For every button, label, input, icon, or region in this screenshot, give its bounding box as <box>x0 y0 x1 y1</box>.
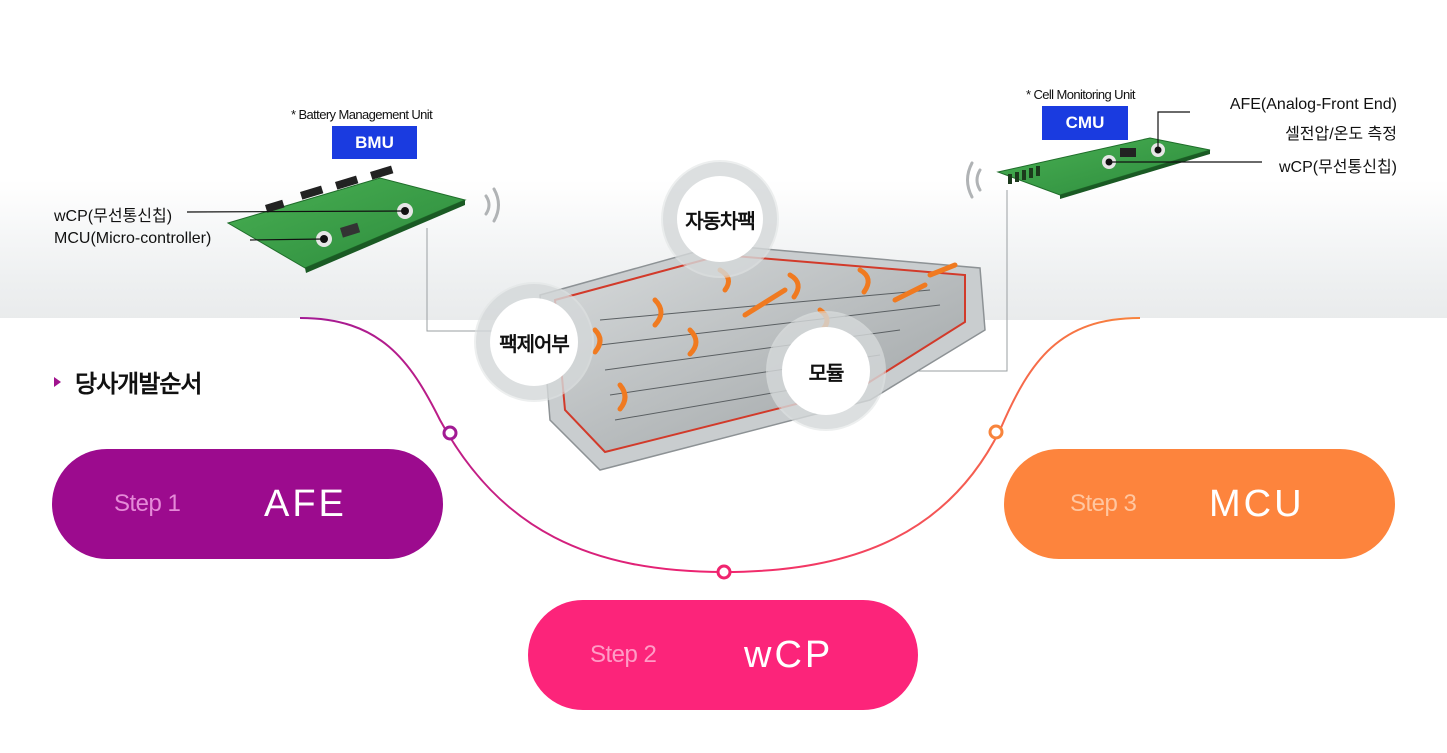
section-title: 당사개발순서 <box>54 364 202 399</box>
cmu-caption: * Cell Monitoring Unit <box>1026 87 1136 102</box>
curve-node-step3 <box>988 424 1004 440</box>
step-1-name: AFE <box>264 482 347 525</box>
cmu-badge: CMU <box>1042 106 1128 140</box>
step-2-name: wCP <box>744 633 834 676</box>
step-3-pill: Step 3 MCU <box>1004 449 1395 559</box>
bullet-triangle-icon <box>54 376 61 387</box>
bmu-mcu-label: MCU(Micro-controller) <box>54 230 212 247</box>
bmu-caption: * Battery Management Unit <box>291 107 433 122</box>
step-3-name: MCU <box>1209 482 1305 525</box>
step-3-label: Step 3 <box>1070 490 1137 517</box>
curve-node-step2 <box>716 564 732 580</box>
bmu-wcp-label: wCP(무선통신칩) <box>54 208 173 225</box>
module-circle: 모듈 <box>782 327 870 415</box>
curve-node-step1 <box>442 425 458 441</box>
bmu-board-image <box>186 165 467 273</box>
step-1-pill: Step 1 AFE <box>52 449 443 559</box>
bowl-area <box>0 318 1447 753</box>
step-2-pill: Step 2 wCP <box>528 600 918 710</box>
section-title-text: 당사개발순서 <box>75 371 202 398</box>
cmu-afe-sublabel: 셀전압/온도 측정 <box>1285 126 1397 143</box>
step-1-label: Step 1 <box>114 490 181 517</box>
cmu-board-image <box>996 111 1262 199</box>
pack-control-circle: 팩제어부 <box>490 298 578 386</box>
bmu-connector-line <box>426 228 510 332</box>
cmu-afe-label: AFE(Analog-Front End) <box>1229 96 1397 113</box>
bmu-badge: BMU <box>332 126 417 159</box>
cmu-connector-line <box>880 190 1008 372</box>
vehicle-pack-circle: 자동차팩 <box>677 176 763 262</box>
cmu-wireless-signal-icon <box>966 161 982 199</box>
cmu-wcp-label: wCP(무선통신칩) <box>1278 159 1397 176</box>
bmu-wireless-signal-icon <box>484 187 500 223</box>
step-2-label: Step 2 <box>590 641 657 668</box>
